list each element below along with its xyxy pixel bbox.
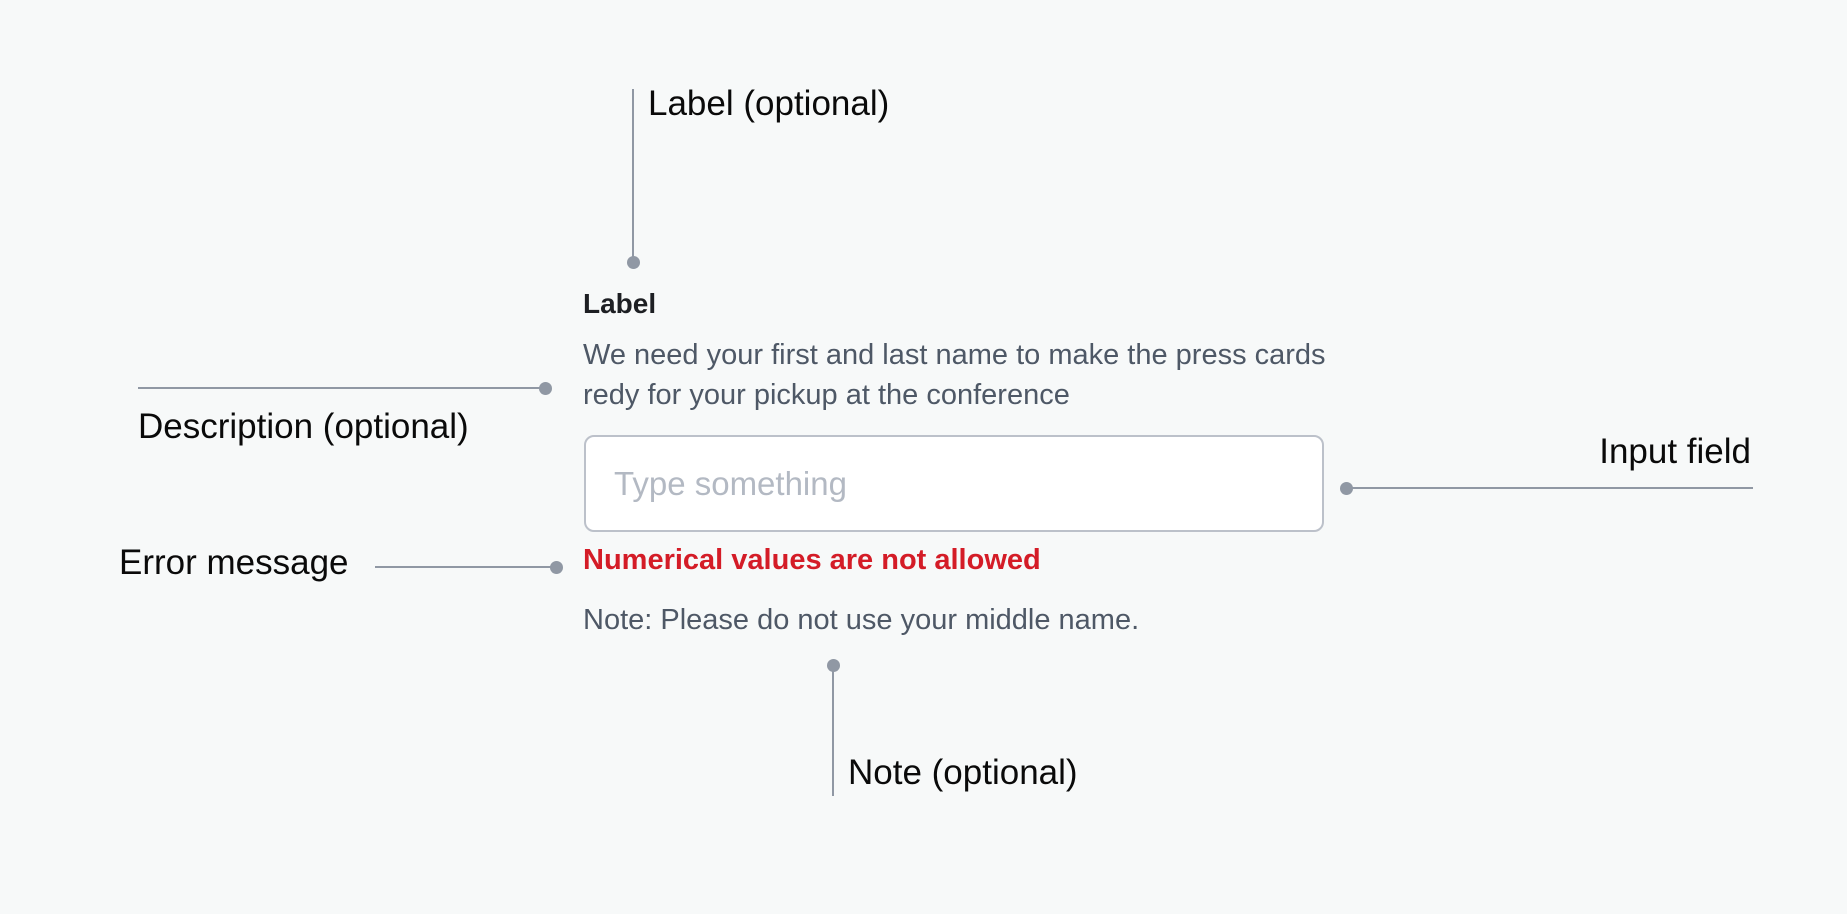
description-leader-line [138, 387, 545, 389]
field-note: Note: Please do not use your middle name… [583, 604, 1140, 636]
label-annotation: Label (optional) [648, 84, 890, 123]
error-leader-line [375, 566, 556, 568]
input-annotation: Input field [1599, 432, 1751, 471]
error-leader-dot [550, 561, 563, 574]
text-input[interactable] [584, 435, 1324, 532]
description-leader-dot [539, 382, 552, 395]
description-annotation: Description (optional) [138, 407, 469, 446]
note-annotation: Note (optional) [848, 753, 1078, 792]
note-leader-line [832, 665, 834, 796]
field-label: Label [583, 288, 657, 319]
field-error-message: Numerical values are not allowed [583, 544, 1041, 576]
label-leader-line [632, 89, 634, 261]
error-annotation: Error message [119, 543, 349, 582]
input-leader-line [1346, 487, 1753, 489]
field-description: We need your first and last name to make… [583, 339, 1326, 411]
label-leader-dot [627, 256, 640, 269]
